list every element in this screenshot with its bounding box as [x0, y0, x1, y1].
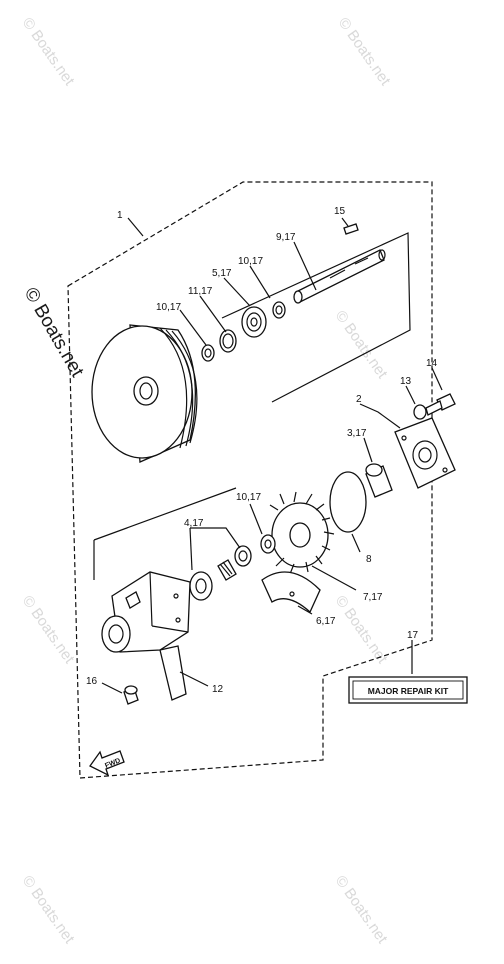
- callout-17: 17: [407, 630, 419, 641]
- callout-4-17: 4,17: [184, 518, 204, 529]
- shaft-group-boundary: [221, 232, 411, 403]
- callout-10-17-b: 10,17: [156, 302, 181, 313]
- callout-10-17-c: 10,17: [236, 492, 261, 503]
- ring-10-17-a: [201, 344, 215, 362]
- callout-8: 8: [366, 554, 372, 565]
- callout-11-17: 11,17: [188, 286, 213, 297]
- circlip-11-17: [219, 329, 237, 353]
- bolt-14: [425, 393, 456, 416]
- callout-15: 15: [334, 206, 346, 217]
- callout-3-17: 3,17: [347, 428, 367, 439]
- major-repair-kit-box: MAJOR REPAIR KIT: [348, 676, 468, 704]
- callout-13: 13: [400, 376, 412, 387]
- bushing-3-17: [365, 463, 393, 498]
- major-repair-kit-label: MAJOR REPAIR KIT: [368, 686, 449, 696]
- plug-16: [123, 685, 139, 705]
- cover-plate-2: [394, 417, 456, 489]
- watermark-bottom-right: © Boats.net: [332, 873, 391, 948]
- watermark-lower-left: © Boats.net: [19, 593, 78, 668]
- callout-2: 2: [356, 394, 362, 405]
- o-ring-8: [329, 471, 367, 533]
- callout-5-17: 5,17: [212, 268, 232, 279]
- callout-1: 1: [117, 210, 123, 221]
- watermark-top-left: © Boats.net: [19, 15, 78, 90]
- watermark-lower-right: © Boats.net: [332, 593, 391, 668]
- callout-labels: 1 15 9,17 10,17 5,17 11,17 10,17 14 13 2…: [86, 206, 438, 695]
- callout-14: 14: [426, 358, 438, 369]
- watermark-top-right: © Boats.net: [335, 15, 394, 90]
- callout-7-17: 7,17: [363, 592, 383, 603]
- ring-10-17-b: [272, 301, 286, 319]
- assembly-boundary: [67, 181, 433, 779]
- callout-12: 12: [212, 684, 224, 695]
- callout-9-17: 9,17: [276, 232, 296, 243]
- bearing-5-17: [241, 306, 267, 338]
- cam-6-17: [261, 571, 321, 614]
- shaft-9-17: [293, 249, 386, 304]
- callout-16: 16: [86, 676, 98, 687]
- key-15: [343, 223, 359, 235]
- leader-lines: [101, 217, 443, 694]
- impeller-7-17: [269, 491, 335, 575]
- impeller-group-boundary: [93, 487, 237, 580]
- seal-4-17: [189, 545, 252, 601]
- pulley: [91, 324, 198, 463]
- ring-10-17-c: [260, 534, 276, 554]
- watermark-dark: © Boats.net: [20, 284, 88, 381]
- pump-housing-12: [101, 571, 191, 701]
- watermark-bottom-left: © Boats.net: [19, 873, 78, 948]
- fwd-arrow: FWD: [89, 750, 125, 777]
- washer-13: [413, 404, 427, 420]
- callout-10-17-a: 10,17: [238, 256, 263, 267]
- callout-6-17: 6,17: [316, 616, 336, 627]
- shaft-stack: [201, 301, 286, 362]
